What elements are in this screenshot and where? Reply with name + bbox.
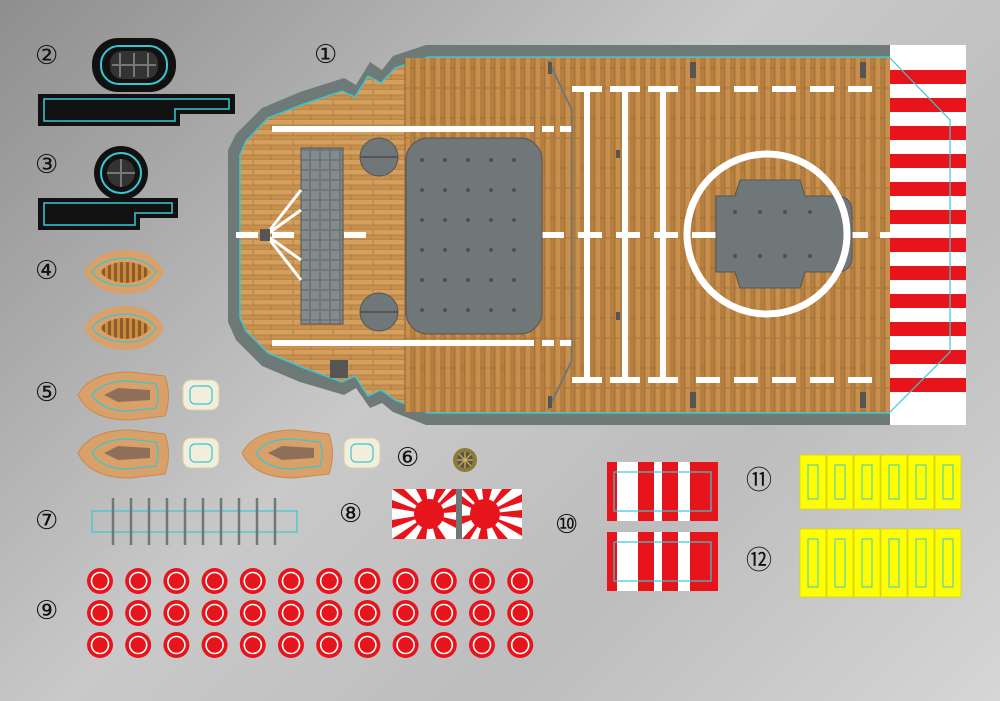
- roundel-ring: [167, 571, 186, 591]
- label-part-7: ⑦: [35, 506, 59, 536]
- yellow-panel-guide: [807, 538, 819, 588]
- yellow-panel-guide: [834, 464, 846, 500]
- roundel-ring: [205, 571, 224, 591]
- yellow-panel: [934, 454, 962, 510]
- roundel-ring: [510, 571, 530, 591]
- label-part-9: ⑨: [35, 596, 59, 626]
- part-11-decals: [799, 454, 962, 510]
- roundel-ring: [281, 603, 301, 623]
- yellow-panel-guide: [888, 464, 900, 500]
- roundel-ring: [128, 571, 148, 591]
- yellow-panel-guide: [807, 464, 819, 500]
- label-part-3: ③: [35, 150, 59, 180]
- part-2-decal: [38, 38, 235, 126]
- roundel-ring: [472, 635, 492, 655]
- yellow-panel: [880, 528, 908, 598]
- yellow-panel: [799, 528, 827, 598]
- yellow-panel-guide: [915, 464, 927, 500]
- label-part-2: ②: [35, 41, 59, 71]
- yellow-panel: [853, 454, 881, 510]
- yellow-panel: [907, 454, 935, 510]
- roundel-ring: [167, 635, 186, 655]
- label-part-12: ⑫: [746, 546, 773, 576]
- roundel-ring: [319, 571, 339, 591]
- yellow-panel: [853, 528, 881, 598]
- part-12-decals: [799, 528, 962, 598]
- label-part-1: ①: [314, 40, 338, 70]
- roundel-ring: [205, 603, 224, 623]
- label-part-10: ⑩: [555, 510, 579, 540]
- roundel-ring: [358, 603, 377, 623]
- roundel-ring: [90, 635, 110, 655]
- label-part-6: ⑥: [396, 443, 420, 473]
- label-part-5: ⑤: [35, 378, 59, 408]
- flight-deck-decal: [228, 45, 966, 425]
- yellow-panel-guide: [834, 538, 846, 588]
- roundel-ring: [243, 635, 263, 655]
- roundel-ring: [243, 571, 263, 591]
- roundel-ring: [358, 571, 377, 591]
- yellow-panel-guide: [861, 464, 873, 500]
- part-5-decals: [77, 371, 381, 479]
- roundel-ring: [128, 603, 148, 623]
- roundel-ring: [205, 635, 224, 655]
- chrysanthemum-icon: [453, 448, 477, 472]
- roundel-ring: [128, 635, 148, 655]
- roundel-ring: [434, 571, 454, 591]
- roundel-ring: [434, 603, 454, 623]
- part-7-decal: [91, 498, 298, 545]
- roundel-ring: [472, 571, 492, 591]
- yellow-panel: [826, 454, 854, 510]
- roundel-ring: [90, 571, 110, 591]
- roundel-ring: [510, 635, 530, 655]
- roundel-ring: [281, 571, 301, 591]
- roundel-ring: [319, 603, 339, 623]
- roundel-ring: [434, 635, 454, 655]
- yellow-panel: [907, 528, 935, 598]
- roundel-ring: [472, 603, 492, 623]
- yellow-panel: [826, 528, 854, 598]
- part-3-decal: [38, 146, 178, 230]
- yellow-panel: [880, 454, 908, 510]
- roundel-ring: [167, 603, 186, 623]
- yellow-panel-guide: [942, 464, 954, 500]
- yellow-panel-guide: [942, 538, 954, 588]
- yellow-panel-guide: [861, 538, 873, 588]
- yellow-panel-guide: [915, 538, 927, 588]
- flag-icon: [392, 489, 522, 539]
- part-4-boats: [84, 250, 164, 350]
- roundel-ring: [396, 603, 415, 623]
- label-part-8: ⑧: [339, 499, 363, 529]
- roundel-grid: [87, 568, 534, 658]
- part-10-decals: [607, 462, 718, 591]
- yellow-panel: [934, 528, 962, 598]
- label-part-11: ⑪: [746, 466, 773, 496]
- roundel-ring: [90, 603, 110, 623]
- roundel-ring: [396, 635, 415, 655]
- yellow-panel: [799, 454, 827, 510]
- roundel-ring: [510, 603, 530, 623]
- label-part-4: ④: [35, 256, 59, 286]
- roundel-ring: [358, 635, 377, 655]
- roundel-ring: [281, 635, 301, 655]
- roundel-ring: [243, 603, 263, 623]
- yellow-panel-guide: [888, 538, 900, 588]
- roundel-ring: [319, 635, 339, 655]
- roundel-ring: [396, 571, 415, 591]
